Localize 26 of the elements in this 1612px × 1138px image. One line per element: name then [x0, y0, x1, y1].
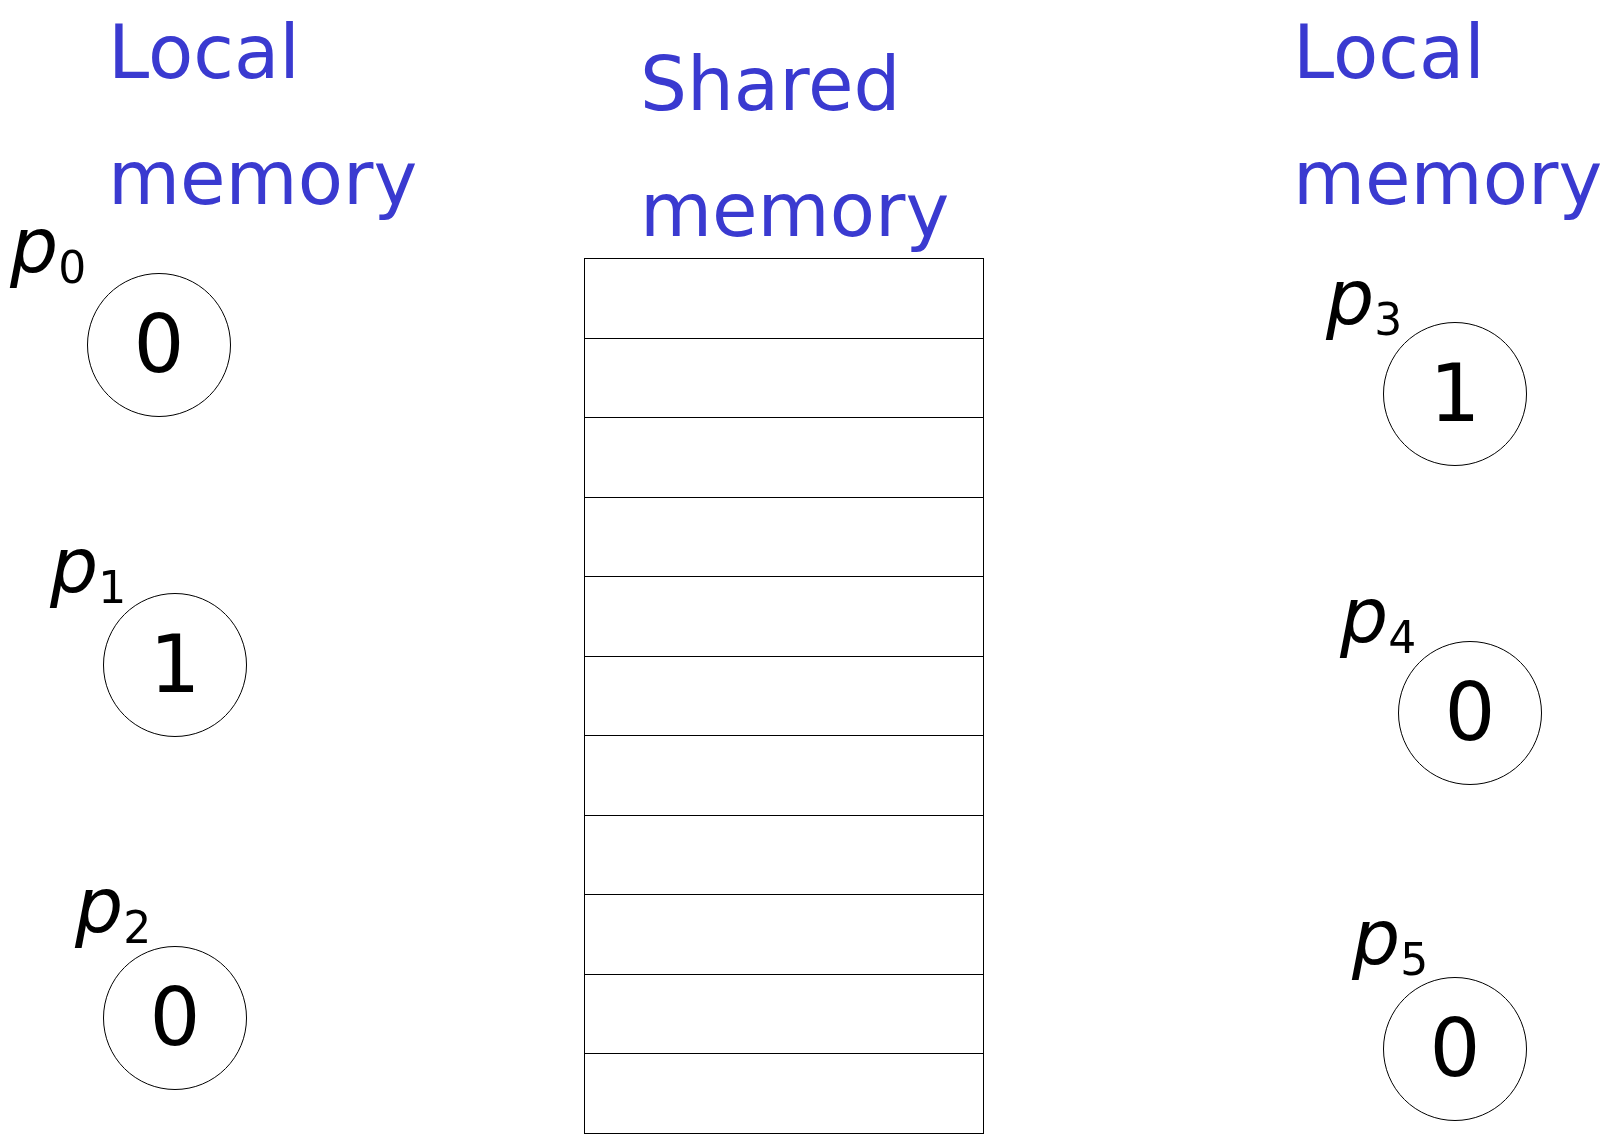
memory-cell	[584, 576, 984, 657]
memory-cell	[584, 735, 984, 816]
local-value: 1	[1429, 354, 1481, 434]
memory-cell	[584, 417, 984, 498]
memory-cell	[584, 258, 984, 339]
local-value: 0	[133, 305, 185, 385]
local-value: 0	[149, 978, 201, 1058]
process-label: p$_{1}$	[50, 528, 127, 610]
process-label: p$_{2}$	[75, 868, 152, 950]
memory-cell	[584, 496, 984, 578]
memory-cell	[584, 655, 984, 737]
memory-cell	[584, 894, 984, 975]
process-label: p$_{0}$	[10, 208, 87, 290]
memory-cell	[584, 1053, 984, 1134]
memory-heading: Local memory	[108, 8, 419, 223]
local-value: 0	[1429, 1009, 1481, 1089]
memory-cell	[584, 814, 984, 896]
process-label: p$_{5}$	[1352, 900, 1429, 982]
memory-cell	[584, 973, 984, 1055]
process-label: p$_{4}$	[1340, 578, 1417, 660]
process-label: p$_{3}$	[1326, 260, 1403, 342]
local-value: 1	[149, 625, 201, 705]
memory-cell	[584, 337, 984, 419]
memory-heading: Shared memory	[640, 40, 951, 255]
memory-heading: Local memory	[1293, 8, 1604, 223]
local-value: 0	[1444, 673, 1496, 753]
